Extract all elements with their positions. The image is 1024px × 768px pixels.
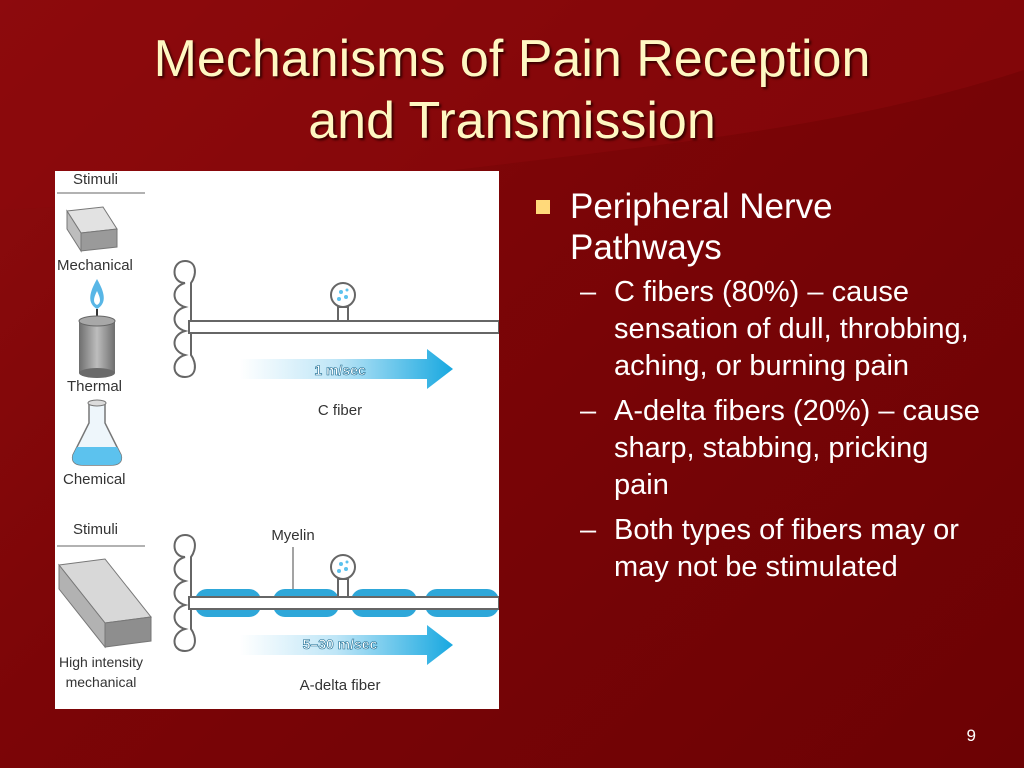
a-delta-fiber-neuron: [173, 533, 499, 653]
sub-bullet-text: A-delta fibers (20%) – cause sharp, stab…: [614, 395, 980, 501]
background-wave: [0, 0, 1024, 210]
bullet-list: Peripheral Nerve Pathways – C fibers (80…: [528, 186, 988, 594]
a-delta-fiber-label: A-delta fiber: [300, 677, 381, 694]
c-fiber-speed-label: 1 m/sec: [314, 362, 366, 378]
a-delta-speed-label: 5–30 m/sec: [303, 636, 378, 652]
dash-bullet-icon: –: [580, 395, 597, 427]
high-intensity-label-line2: mechanical: [66, 674, 137, 690]
c-fiber-speed-arrow: [240, 349, 453, 389]
chemical-label: Chemical: [63, 471, 126, 488]
mechanical-label: Mechanical: [57, 257, 133, 274]
bullet-main: Peripheral Nerve Pathways: [528, 186, 988, 268]
square-bullet-icon: [536, 200, 550, 214]
c-fiber-label: C fiber: [318, 402, 362, 419]
title-line-2: and Transmission: [308, 92, 716, 150]
stimuli-label-top: Stimuli: [73, 171, 118, 188]
dash-bullet-icon: –: [580, 276, 597, 308]
page-number: 9: [966, 726, 976, 745]
myelin-label: Myelin: [271, 527, 314, 544]
mechanical-block-icon: [66, 206, 118, 253]
dash-bullet-icon: –: [580, 514, 597, 546]
c-fiber-neuron: [173, 259, 499, 379]
sub-bullet-2: – A-delta fibers (20%) – cause sharp, st…: [528, 393, 988, 504]
bullet-main-text: Peripheral Nerve Pathways: [570, 187, 833, 267]
slide-title: Mechanisms of Pain Reception and Transmi…: [40, 28, 984, 152]
high-intensity-label-line1: High intensity: [59, 654, 143, 670]
sub-bullet-1: – C fibers (80%) – cause sensation of du…: [528, 274, 988, 385]
thermal-label: Thermal: [67, 378, 122, 395]
stimuli-label-bottom: Stimuli: [73, 521, 118, 538]
sub-bullet-text: C fibers (80%) – cause sensation of dull…: [614, 276, 969, 382]
high-intensity-block-icon: [58, 558, 152, 649]
diagram-svg: Stimuli Mechanical Thermal Chemical: [57, 171, 499, 694]
a-delta-speed-arrow: [240, 625, 453, 665]
candle-flame-icon: [78, 279, 116, 378]
pain-fiber-diagram: Stimuli Mechanical Thermal Chemical: [55, 171, 499, 709]
chemical-flask-icon: [71, 399, 123, 466]
title-line-1: Mechanisms of Pain Reception: [153, 30, 871, 88]
sub-bullet-3: – Both types of fibers may or may not be…: [528, 512, 988, 586]
sub-bullet-text: Both types of fibers may or may not be s…: [614, 514, 959, 583]
